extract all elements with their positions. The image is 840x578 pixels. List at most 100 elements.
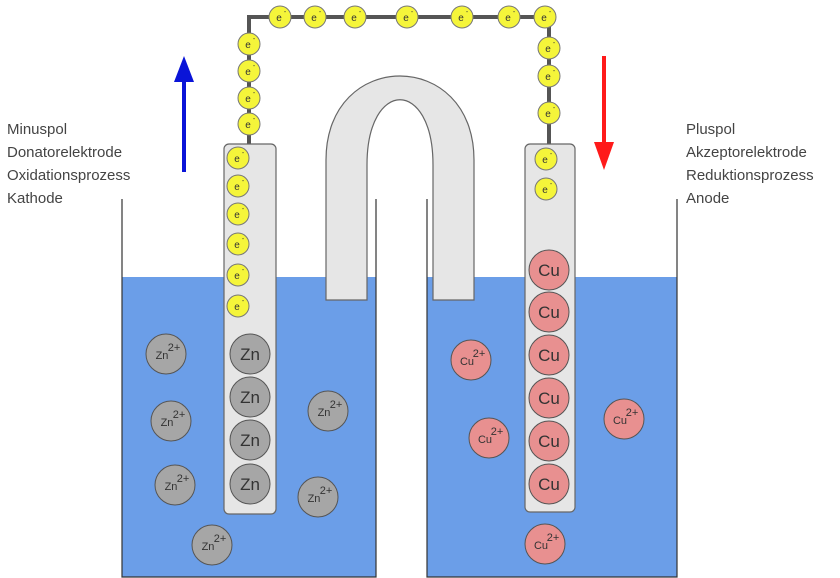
- electron-charge: -: [242, 178, 245, 185]
- electron-symbol: e: [403, 13, 409, 24]
- electron-symbol: e: [234, 302, 240, 313]
- electron: e-: [226, 294, 250, 318]
- zinc-ion-symbol: Zn: [156, 350, 169, 362]
- copper-ion-symbol: Cu: [534, 540, 548, 552]
- zinc-ion-charge: 2+: [173, 409, 186, 421]
- copper-ion-charge: 2+: [473, 348, 486, 360]
- electron-charge: -: [253, 36, 256, 43]
- copper-ion-charge: 2+: [626, 407, 639, 419]
- electron-symbol: e: [541, 13, 547, 24]
- copper-ion-charge: 2+: [547, 532, 560, 544]
- electron-symbol: e: [545, 44, 551, 55]
- label-electrode-name: Kathode: [7, 190, 63, 207]
- zinc-ion-charge: 2+: [330, 399, 343, 411]
- electron-flow-down-arrow: [594, 56, 614, 170]
- copper-ion: Cu2+: [450, 339, 492, 381]
- electron-symbol: e: [234, 240, 240, 251]
- zinc-atom-symbol: Zn: [240, 388, 260, 407]
- zinc-atom-symbol: Zn: [240, 431, 260, 450]
- label-process: Reduktionsprozess: [686, 167, 814, 184]
- copper-atom: Cu: [528, 377, 570, 419]
- electron-symbol: e: [245, 120, 251, 131]
- electron-symbol: e: [234, 210, 240, 221]
- electron: e-: [226, 174, 250, 198]
- electron-charge: -: [242, 298, 245, 305]
- copper-ion: Cu2+: [603, 398, 645, 440]
- electron-charge: -: [359, 9, 362, 16]
- electron: e-: [226, 202, 250, 226]
- electron-symbol: e: [458, 13, 464, 24]
- zinc-atom: Zn: [229, 333, 271, 375]
- copper-atom: Cu: [528, 463, 570, 505]
- electron-charge: -: [513, 9, 516, 16]
- electron-charge: -: [466, 9, 469, 16]
- zinc-ion-charge: 2+: [320, 485, 333, 497]
- electron-charge: -: [253, 90, 256, 97]
- electron-symbol: e: [234, 271, 240, 282]
- electron: e-: [237, 59, 261, 83]
- copper-ion-symbol: Cu: [613, 415, 627, 427]
- label-pole: Minuspol: [7, 121, 68, 138]
- label-electrode-type: Donatorelektrode: [7, 144, 123, 161]
- electron: e-: [533, 5, 557, 29]
- copper-ion-symbol: Cu: [460, 356, 474, 368]
- copper-atom: Cu: [528, 291, 570, 333]
- electron-symbol: e: [545, 109, 551, 120]
- copper-ion: Cu2+: [468, 417, 510, 459]
- copper-atom-symbol: Cu: [538, 475, 560, 494]
- copper-ion: Cu2+: [524, 523, 566, 565]
- electron: e-: [237, 112, 261, 136]
- right-electrode-labels: Pluspol Akzeptorelektrode Reduktionsproz…: [686, 118, 814, 210]
- electron: e-: [537, 36, 561, 60]
- electron-flow-up-arrow: [174, 56, 194, 172]
- electron-symbol: e: [351, 13, 357, 24]
- electron-charge: -: [553, 105, 556, 112]
- zinc-ion-symbol: Zn: [308, 493, 321, 505]
- copper-atom-symbol: Cu: [538, 303, 560, 322]
- zinc-ion: Zn2+: [154, 464, 196, 506]
- electron: e-: [395, 5, 419, 29]
- copper-atom: Cu: [528, 420, 570, 462]
- electron-charge: -: [253, 116, 256, 123]
- electron-charge: -: [549, 9, 552, 16]
- copper-atom-symbol: Cu: [538, 432, 560, 451]
- electron-charge: -: [411, 9, 414, 16]
- zinc-atom: Zn: [229, 419, 271, 461]
- zinc-atom: Zn: [229, 376, 271, 418]
- electron: e-: [226, 146, 250, 170]
- zinc-ion-charge: 2+: [214, 533, 227, 545]
- electron-symbol: e: [276, 13, 282, 24]
- zinc-ion: Zn2+: [297, 476, 339, 518]
- copper-ion-charge: 2+: [491, 426, 504, 438]
- label-electrode-name: Anode: [686, 190, 730, 207]
- electron: e-: [534, 147, 558, 171]
- electron: e-: [537, 101, 561, 125]
- copper-atom-symbol: Cu: [538, 389, 560, 408]
- zinc-atom: Zn: [229, 463, 271, 505]
- zinc-ion-symbol: Zn: [161, 417, 174, 429]
- left-electrode-labels: Minuspol Donatorelektrode Oxidationsproz…: [7, 118, 130, 210]
- electron-symbol: e: [245, 94, 251, 105]
- electron-charge: -: [284, 9, 287, 16]
- electron: e-: [226, 263, 250, 287]
- electron-charge: -: [242, 206, 245, 213]
- zinc-ion: Zn2+: [191, 524, 233, 566]
- electron: e-: [497, 5, 521, 29]
- electron-symbol: e: [505, 13, 511, 24]
- left-beaker-wall: [121, 199, 377, 578]
- electron-symbol: e: [234, 182, 240, 193]
- copper-atom-symbol: Cu: [538, 346, 560, 365]
- label-process: Oxidationsprozess: [7, 167, 131, 184]
- electron-symbol: e: [234, 154, 240, 165]
- electron-symbol: e: [542, 155, 548, 166]
- zinc-ion-symbol: Zn: [318, 407, 331, 419]
- electron-charge: -: [242, 267, 245, 274]
- electron-charge: -: [553, 40, 556, 47]
- electron-symbol: e: [545, 72, 551, 83]
- electron: e-: [343, 5, 367, 29]
- salt-bridge: [325, 75, 475, 301]
- electron: e-: [237, 32, 261, 56]
- electron-charge: -: [550, 181, 553, 188]
- electron-charge: -: [242, 236, 245, 243]
